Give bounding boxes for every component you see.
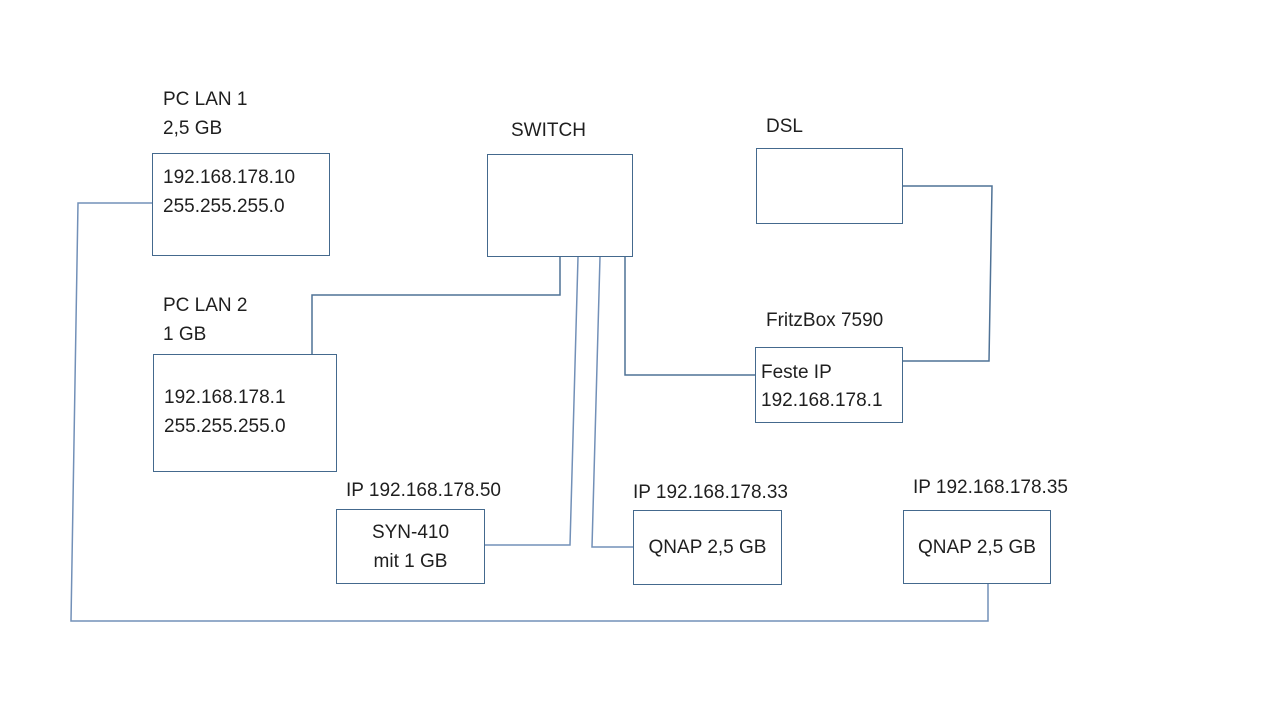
qnap-35-label: IP 192.168.178.35 [913, 473, 1068, 502]
switch-label: SWITCH [511, 116, 586, 145]
qnap-33-box: QNAP 2,5 GB [633, 510, 782, 585]
qnap-33-label: IP 192.168.178.33 [633, 478, 788, 507]
fritzbox-ip: 192.168.178.1 [761, 390, 883, 411]
syn-410-label: IP 192.168.178.50 [346, 476, 501, 505]
connector-switch-to-qnap-33 [591, 256, 633, 548]
pc-lan-1-label: PC LAN 1 2,5 GB [163, 85, 247, 143]
dsl-label: DSL [766, 112, 803, 141]
pc-lan-2-subnet: 255.255.255.0 [164, 416, 286, 437]
dsl-label-line1: DSL [766, 116, 803, 137]
dsl-box [756, 148, 903, 224]
connector-switch-to-syn-410 [485, 256, 579, 546]
syn-410-name: SYN-410 [371, 521, 450, 543]
switch-box [487, 154, 633, 257]
pc-lan-2-label: PC LAN 2 1 GB [163, 291, 247, 349]
pc-lan-1-box: 192.168.178.10 255.255.255.0 [152, 153, 330, 256]
pc-lan-2-box: 192.168.178.1 255.255.255.0 [153, 354, 337, 472]
pc-lan-2-label-line2: 1 GB [163, 324, 207, 345]
connector-pc-lan-1-to-qnap-35 [70, 202, 989, 622]
pc-lan-1-ip: 192.168.178.10 [163, 167, 296, 188]
qnap-35-ip-label: IP 192.168.178.35 [913, 477, 1068, 498]
syn-410-ip-label: IP 192.168.178.50 [346, 480, 501, 501]
connector-switch-to-pc-lan-2 [311, 257, 561, 354]
pc-lan-2-label-line1: PC LAN 2 [163, 295, 248, 316]
fritzbox-feste-ip: Feste IP [761, 362, 832, 383]
syn-410-box: SYN-410 mit 1 GB [336, 509, 485, 584]
switch-label-line1: SWITCH [511, 120, 586, 141]
connector-switch-to-fritzbox [624, 257, 755, 376]
fritzbox-label: FritzBox 7590 [766, 306, 883, 335]
connector-dsl-to-fritzbox [903, 185, 993, 362]
syn-410-speed: mit 1 GB [373, 550, 448, 572]
pc-lan-2-ip: 192.168.178.1 [164, 387, 286, 408]
pc-lan-1-label-line2: 2,5 GB [163, 118, 223, 139]
fritzbox-box: Feste IP 192.168.178.1 [755, 347, 903, 423]
fritzbox-label-line1: FritzBox 7590 [766, 310, 884, 331]
qnap-35-box: QNAP 2,5 GB [903, 510, 1051, 584]
qnap-33-name: QNAP 2,5 GB [648, 537, 767, 558]
pc-lan-1-label-line1: PC LAN 1 [163, 89, 248, 110]
qnap-35-name: QNAP 2,5 GB [918, 536, 1036, 558]
qnap-33-ip-label: IP 192.168.178.33 [633, 482, 788, 503]
pc-lan-1-subnet: 255.255.255.0 [163, 196, 285, 217]
